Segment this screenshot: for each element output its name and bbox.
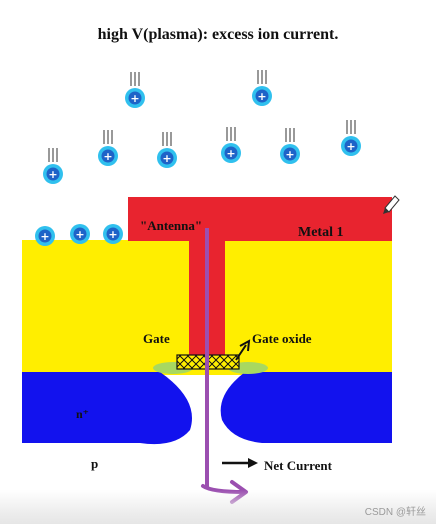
p-region-label: p: [91, 456, 98, 471]
ion: +: [98, 130, 118, 166]
svg-text:+: +: [75, 228, 84, 241]
svg-text:+: +: [103, 150, 112, 163]
svg-text:+: +: [40, 230, 49, 243]
ion: +: [35, 226, 55, 246]
svg-text:+: +: [48, 168, 57, 181]
n-plus-region-right: [220, 372, 392, 443]
metal-1-label: Metal 1: [298, 225, 343, 240]
diagram-title: high V(plasma): excess ion current.: [97, 26, 339, 43]
ion: +: [341, 120, 361, 156]
ion: +: [43, 148, 63, 184]
metal-1-layer: [128, 197, 392, 241]
n-plus-region: [22, 372, 192, 445]
n-plus-label: n⁺: [76, 407, 89, 421]
svg-text:+: +: [257, 90, 266, 103]
ion: +: [103, 224, 123, 244]
svg-text:+: +: [162, 152, 171, 165]
svg-text:+: +: [130, 92, 139, 105]
svg-text:+: +: [108, 228, 117, 241]
svg-text:+: +: [346, 140, 355, 153]
ion: +: [70, 224, 90, 244]
ion: +: [221, 127, 241, 163]
pencil-cursor-icon: [383, 195, 400, 214]
antenna-label: "Antenna": [140, 218, 202, 233]
gate-oxide-label: Gate oxide: [252, 331, 312, 346]
bottom-fade: [0, 490, 436, 524]
net-current-arrow-icon: [222, 458, 258, 468]
gate-label: Gate: [143, 331, 170, 346]
ion: +: [252, 70, 272, 106]
svg-text:+: +: [285, 148, 294, 161]
ion: +: [125, 72, 145, 108]
ion: +: [157, 132, 177, 168]
ion: +: [280, 128, 300, 164]
ion-group: + + + + + + + + + + +: [35, 70, 361, 246]
watermark: CSDN @轩丝: [364, 507, 426, 518]
gate-oxide-arrow-icon: [235, 339, 251, 361]
net-current-label: Net Current: [264, 458, 333, 473]
svg-text:+: +: [226, 147, 235, 160]
